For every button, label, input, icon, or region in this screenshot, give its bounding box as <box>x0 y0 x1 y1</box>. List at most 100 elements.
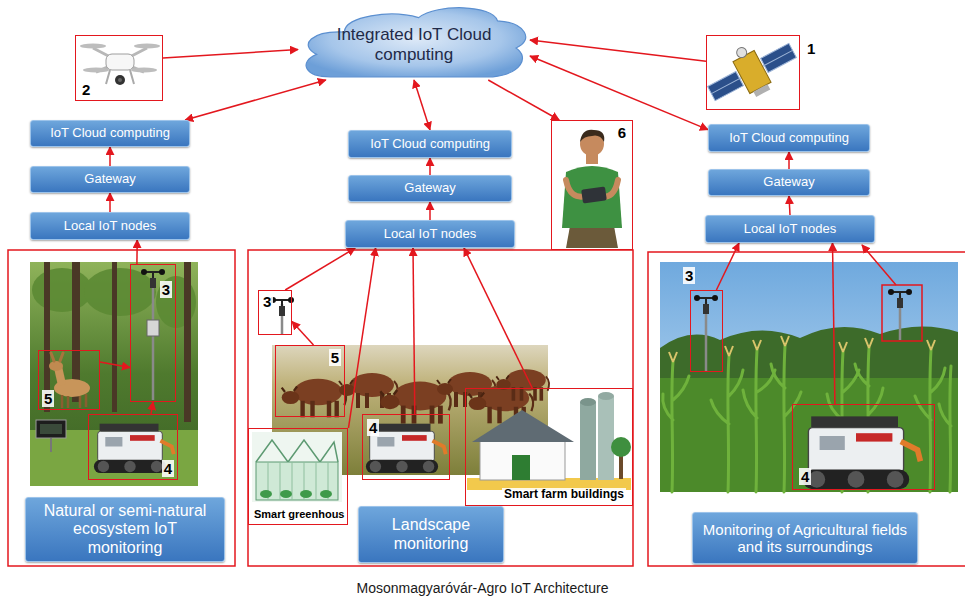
figure-caption: Mosonmagyaróvár-Agro IoT Architecture <box>0 580 965 596</box>
robot-frame: 4 <box>88 414 178 480</box>
node-label: IoT Cloud computing <box>50 126 170 141</box>
drone-frame: 2 <box>75 35 163 101</box>
greenhouse-picture <box>256 440 338 462</box>
node-label: Monitoring of Agricultural fields and it… <box>701 521 909 556</box>
sensor-pole <box>694 295 718 314</box>
callout-number: 4 <box>367 419 379 436</box>
connector-arrow <box>100 362 130 368</box>
cornfield-photo <box>915 350 945 492</box>
farmer-picture <box>580 130 604 142</box>
greenhouse-picture <box>260 490 272 498</box>
drone-picture <box>118 78 122 82</box>
building-label: Smart farm buildings <box>502 488 626 502</box>
callout-number: 3 <box>261 293 273 310</box>
callout-number: 3 <box>160 281 172 298</box>
sensor-pole <box>147 320 159 336</box>
connector-arrow <box>414 80 430 130</box>
node-label: Gateway <box>763 175 814 190</box>
greenhouse-picture <box>252 432 342 502</box>
cloud-computing-box: IoT Cloud computing <box>348 130 512 158</box>
connector-arrow <box>285 248 355 290</box>
connector-arrow <box>464 248 532 388</box>
forest-photo <box>84 268 156 316</box>
sensor-display <box>50 438 52 452</box>
node-label: Landscape monitoring <box>367 516 495 553</box>
greenhouse-picture <box>252 432 342 502</box>
connector-arrow <box>530 56 708 130</box>
satellite-picture <box>753 84 770 97</box>
sensor-pole <box>270 297 294 334</box>
node-label: Gateway <box>404 181 455 196</box>
cloud-shape <box>306 8 526 77</box>
forest-photo <box>30 262 198 486</box>
area-title-box: Landscape monitoring <box>358 506 504 563</box>
node-label: Integrated IoT Cloud computing <box>328 25 500 66</box>
sensor-frame <box>882 285 922 341</box>
callout-number: 2 <box>80 81 92 98</box>
panel-frame <box>648 252 965 566</box>
sensor-pole <box>888 289 912 308</box>
cornfield-photo <box>711 356 743 492</box>
cornfield-photo <box>771 346 801 492</box>
deer-picture <box>49 361 63 371</box>
panel-frame <box>8 250 235 566</box>
local-nodes-box: Local IoT nodes <box>30 212 190 240</box>
gateway-box: Gateway <box>30 166 190 193</box>
connector-arrow <box>413 248 415 414</box>
connector-arrow <box>136 240 138 264</box>
callout-number: 4 <box>162 460 174 477</box>
sensor-frame: 3 <box>130 264 176 402</box>
farm-buildings-picture <box>611 437 631 457</box>
robot-picture <box>803 416 921 489</box>
deer-picture <box>51 353 63 361</box>
forest-photo <box>184 262 191 422</box>
farm-buildings-picture <box>598 392 614 400</box>
greenhouse-picture <box>280 490 292 498</box>
farmer-picture <box>566 226 618 248</box>
forest-photo <box>44 262 191 422</box>
gateway-box: Gateway <box>348 175 512 202</box>
building-label: Smart greenhous <box>252 508 346 521</box>
panel-frame <box>8 250 965 566</box>
area-title-box: Natural or semi-natural ecosystem IoT mo… <box>25 497 225 562</box>
farm-buildings-picture <box>472 410 574 442</box>
sensor-display <box>36 420 66 452</box>
forest-photo <box>30 262 198 486</box>
node-label: Local IoT nodes <box>384 227 476 242</box>
cattle-photo <box>282 379 346 418</box>
forest-photo <box>32 268 92 312</box>
connector-arrow <box>151 402 153 414</box>
gateway-box: Gateway <box>708 169 870 196</box>
drone-picture <box>80 44 160 86</box>
connector-arrow <box>109 193 111 212</box>
callout-number: 6 <box>616 124 628 141</box>
sensor-display <box>36 420 66 438</box>
cornfield-photo <box>660 378 958 492</box>
connector-arrow <box>833 243 835 404</box>
farm-buildings-picture <box>619 455 623 479</box>
farm-buildings-picture <box>512 455 530 480</box>
greenhouse-frame: Smart greenhous <box>248 428 348 525</box>
sensor-pole <box>152 276 155 400</box>
node-label: IoT Cloud computing <box>370 137 490 152</box>
farmer-frame: 6 <box>551 120 633 250</box>
connector-arrow <box>185 80 326 120</box>
farm-buildings-picture <box>580 402 596 480</box>
drone-picture <box>80 44 106 49</box>
deer-picture <box>62 394 86 408</box>
farmer-picture <box>562 166 622 228</box>
connector-arrow <box>348 248 375 428</box>
sensor-display <box>40 424 62 434</box>
cattle-frame: 5 <box>275 345 345 417</box>
deer-picture <box>49 353 90 408</box>
satellite-frame: 1 <box>706 35 800 110</box>
farm-buildings-picture <box>480 440 565 480</box>
connector-arrow <box>789 196 790 215</box>
sensor-frame <box>862 245 922 341</box>
cornfield-photo <box>939 366 951 492</box>
sensor-frame <box>862 245 896 285</box>
sensor-frame: 3 <box>258 290 292 335</box>
cloud-computing-box: IoT Cloud computing <box>708 124 870 152</box>
greenhouse-picture <box>320 490 332 498</box>
farm-buildings-frame: Smart farm buildings <box>465 388 633 506</box>
